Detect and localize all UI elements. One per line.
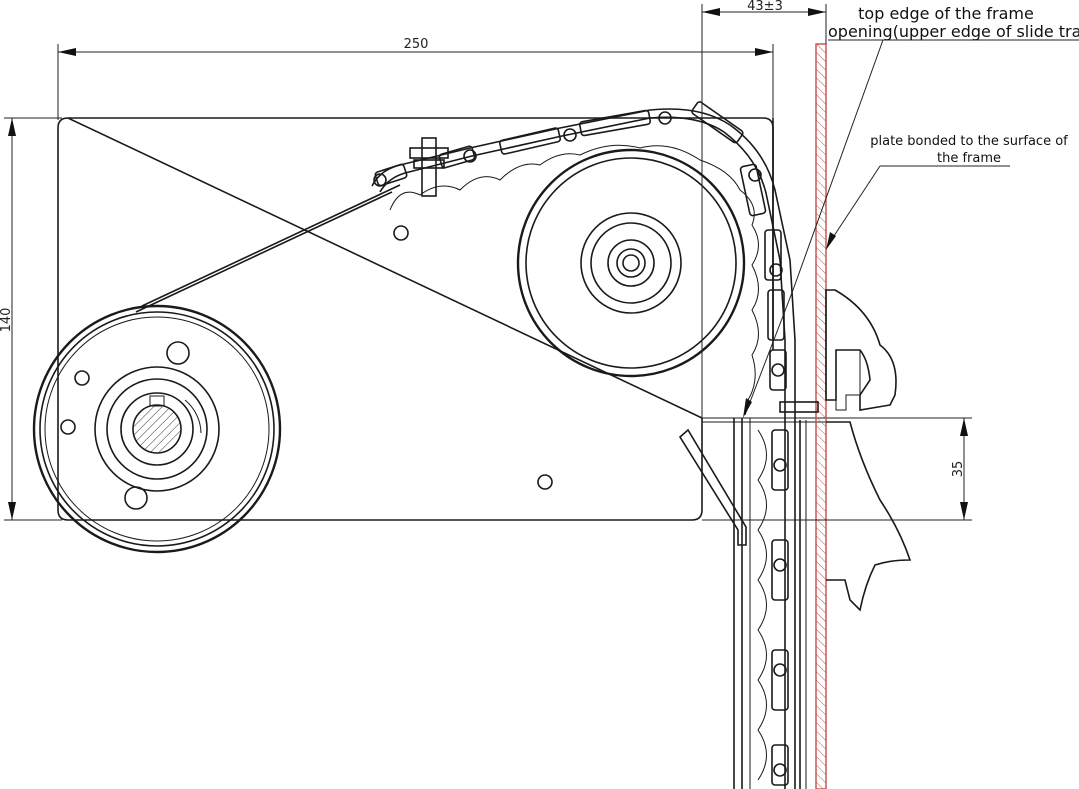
tension-bolt: [409, 137, 449, 197]
annotation-frame-opening-line1: top edge of the frame: [858, 4, 1034, 23]
belt: [135, 184, 401, 313]
dimension-43: 43±3: [701, 0, 827, 418]
annotation-plate-line2: the frame: [937, 151, 1001, 166]
dimension-140: 140: [0, 117, 62, 521]
leader-frame-opening: [743, 39, 1079, 418]
frame-wall: [815, 43, 827, 789]
annotation-frame-opening-line2: opening(upper edge of slide track: [828, 22, 1079, 41]
frame-bracket: [779, 289, 912, 612]
slat-chain: [371, 101, 796, 789]
leader-plate: [826, 165, 1010, 250]
idler-wheel: [516, 148, 746, 378]
drive-pulley: [32, 304, 282, 554]
dimension-43-label: 43±3: [747, 0, 783, 14]
annotation-plate-line1: plate bonded to the surface of: [870, 134, 1068, 149]
dimension-250: 250: [57, 37, 774, 120]
slat-links: [374, 101, 789, 786]
mounting-holes: [393, 225, 553, 490]
dimension-35-label: 35: [951, 461, 966, 478]
dimension-140-label: 140: [0, 308, 14, 333]
slat-hooks: [373, 111, 787, 777]
guide-rail: [678, 418, 807, 789]
dimension-250-label: 250: [404, 37, 429, 52]
dimension-35: 35: [702, 417, 972, 521]
